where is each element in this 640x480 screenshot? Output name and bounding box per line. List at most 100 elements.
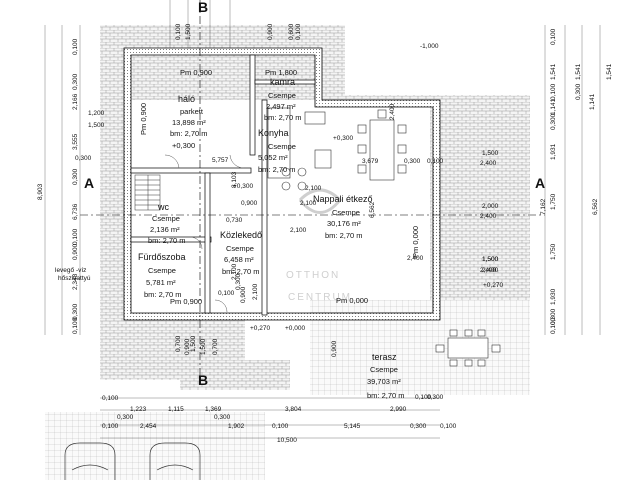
dim-right-inner-1: 0,300: [575, 83, 582, 100]
dim-misc-8: 5,757: [212, 157, 229, 164]
dim-bottom3-3: 0,100: [272, 423, 289, 430]
interior-walls: [130, 54, 316, 316]
level-e: +0,270: [250, 325, 270, 332]
dim-bottom-total: 10,500: [277, 437, 297, 444]
dim-right-4: 0,300: [550, 113, 557, 130]
room-name: Közlekedő: [220, 230, 262, 240]
dim-misc-14: 0,700: [175, 335, 182, 352]
dim-misc-11: 2,400: [389, 103, 396, 120]
room-name: háló: [178, 94, 195, 104]
level-b: +0,300: [233, 183, 253, 190]
room-furdo: Fürdőszoba Csempe 5,781 m² bm: 2,70 m: [138, 252, 186, 299]
dim-inner-right-5: 2,400: [480, 267, 497, 274]
dim-misc-5: 2,100: [290, 227, 307, 234]
dim-right-6: 1,750: [550, 193, 557, 210]
dim-right-1: 1,541: [550, 63, 557, 80]
dim-left-mid-1: 1,500: [88, 122, 105, 129]
section-lines: [80, 0, 545, 385]
watermark-line1: OTTHON: [286, 270, 340, 281]
dim-bottom1-4: 3,804: [285, 406, 302, 413]
section-mark-b-top: B: [198, 0, 208, 15]
dim-bottom2-3: 0,300: [427, 394, 444, 401]
dim-bottom3-4: 5,145: [344, 423, 361, 430]
room-floor: parkett: [180, 107, 204, 116]
room-floor: Csempe: [152, 214, 180, 223]
dim-misc-20: 1,500: [482, 256, 499, 263]
dim-right-inner-2: 1,141: [589, 93, 596, 110]
section-mark-a-left: A: [84, 175, 94, 191]
dim-bottom2-1: 0,300: [214, 414, 231, 421]
dim-bottom1-3: 1,369: [205, 406, 222, 413]
dim-misc-0: 3,679: [362, 158, 379, 165]
dimension-lines: [44, 0, 601, 439]
room-area: 39,703 m²: [367, 377, 401, 386]
watermark: OTTHON CENTRUM: [286, 188, 350, 303]
dim-right-9: 0,300: [550, 308, 557, 325]
dim-misc-24: 2,100: [252, 283, 259, 300]
dim-misc-23: 0,900: [240, 286, 247, 303]
room-height: bm: 2,70 m: [148, 236, 186, 245]
dim-right-5: 1,931: [550, 143, 557, 160]
room-kamra: kamra Csempe 2,497 m² bm: 2,70 m: [264, 77, 302, 122]
dim-bottom1-5: 2,990: [390, 406, 407, 413]
dim-left-1: 0,300: [72, 73, 79, 90]
dim-bottom3-2: 1,902: [228, 423, 245, 430]
dim-right-7: 1,750: [550, 243, 557, 260]
dim-bottom3-0: 0,100: [102, 423, 119, 430]
dim-right-inner-0: 1,541: [575, 63, 582, 80]
dim-left-9: 0,300: [72, 303, 79, 320]
dim-left-8: 2,348: [72, 273, 79, 290]
dim-bottom1-1: 1,223: [130, 406, 147, 413]
room-name: Nappali étkező: [313, 194, 373, 204]
section-marks: A A B B: [84, 0, 545, 388]
room-floor: Csempe: [226, 244, 254, 253]
dim-right-8: 1,930: [550, 288, 557, 305]
room-floor: Csempe: [148, 266, 176, 275]
room-area: 5,781 m²: [146, 278, 176, 287]
room-height: bm: 2,70 m: [367, 391, 405, 400]
kitchen-furniture: [267, 107, 332, 191]
dim-misc-7: 2,100: [300, 200, 317, 207]
dim-top-3: 0,600: [288, 23, 295, 40]
dim-top-4: 0,100: [295, 23, 302, 40]
room-floor: Csempe: [268, 142, 296, 151]
level-c: +0,270: [483, 282, 503, 289]
dim-inner-right-1: 2,400: [480, 160, 497, 167]
room-area: 2,497 m²: [266, 102, 296, 111]
room-name: Konyha: [258, 128, 289, 138]
room-wc: wc Csempe 2,136 m² bm: 2,70 m: [148, 202, 186, 245]
parapet-halo: Pm 0,900: [180, 68, 212, 77]
parapet-nappali-right: Pm 0,000: [411, 226, 420, 258]
room-name: Fürdőszoba: [138, 252, 186, 262]
dim-misc-18: 0,900: [184, 338, 191, 355]
dim-misc-13: 2,100: [231, 263, 238, 280]
dim-misc-22: 0,100: [218, 290, 235, 297]
dim-right-total-a: 6,562: [592, 198, 599, 215]
dim-inner-right-3: 2,400: [480, 213, 497, 220]
room-floor: Csempe: [332, 208, 360, 217]
dim-bottom3-1: 2,454: [140, 423, 157, 430]
heatpump-label-1: levegő -víz: [55, 267, 86, 274]
parapet-kamra: Pm 1,800: [265, 68, 297, 77]
section-mark-b-bottom: B: [198, 372, 208, 388]
room-area: 5,052 m²: [258, 153, 288, 162]
room-height: bm: 2,70 m: [222, 267, 260, 276]
dim-left-10: 0,100: [72, 317, 79, 334]
heatpump-label-2: hőszivattyú: [58, 275, 91, 282]
room-kozlekedo: Közlekedő Csempe 6,458 m² bm: 2,70 m: [220, 230, 262, 276]
room-area: 30,176 m²: [327, 219, 361, 228]
dim-right-2: 0,100: [550, 83, 557, 100]
door-swings: [164, 154, 245, 313]
room-height: bm: 2,70 m: [258, 165, 296, 174]
dim-misc-6: 0,900: [241, 200, 258, 207]
dim-left-2: 2,166: [72, 93, 79, 110]
dim-inner-right-0: 1,500: [482, 150, 499, 157]
dim-misc-10: 6,562: [369, 201, 376, 218]
room-area: 2,136 m²: [150, 225, 180, 234]
dim-bottom1-2: 1,115: [168, 406, 184, 413]
dim-left-7: 0,900: [72, 243, 79, 260]
dim-left-0: 0,100: [72, 38, 79, 55]
dim-right-0: 0,100: [550, 28, 557, 45]
paving-surround: [100, 25, 530, 390]
